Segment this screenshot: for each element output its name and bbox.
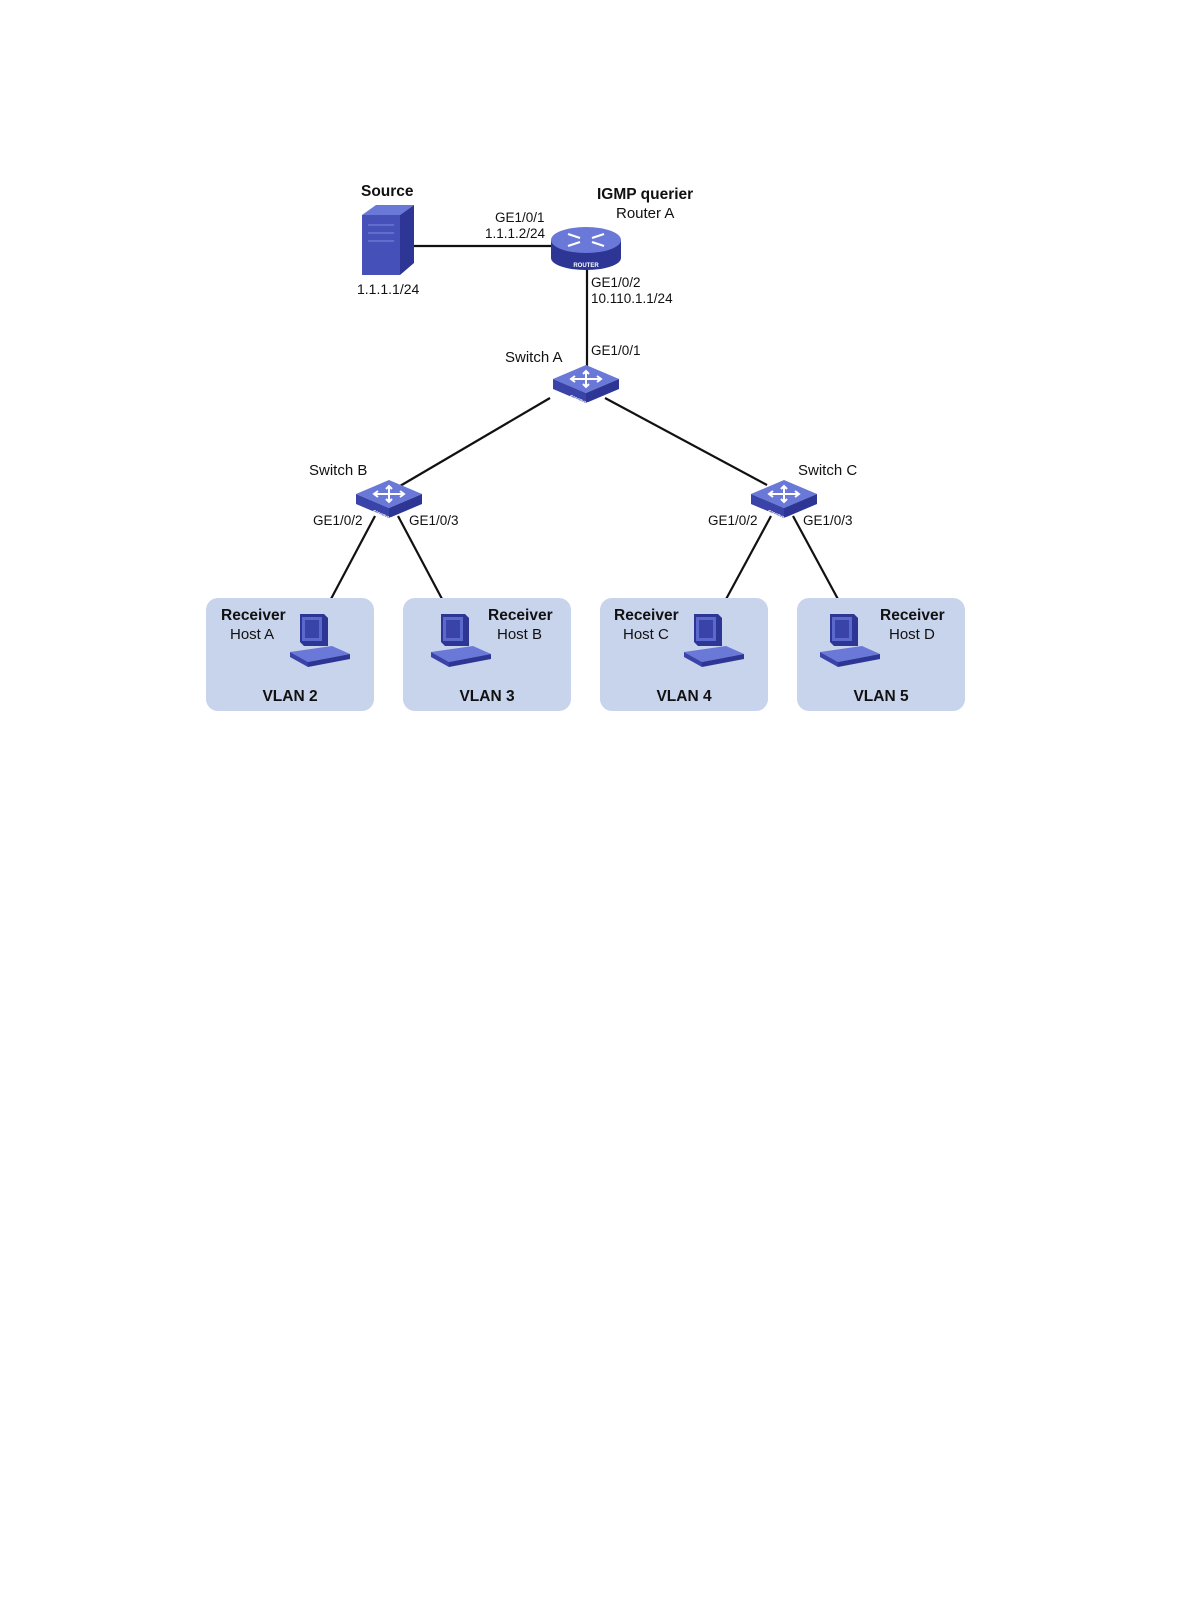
host-d-role: Receiver <box>880 607 945 624</box>
server-icon <box>360 203 416 277</box>
host-a-name: Host A <box>230 626 274 643</box>
source-title: Source <box>361 183 414 200</box>
vlan-3-title: VLAN 3 <box>403 688 571 706</box>
switch-c-port2: GE1/0/2 <box>708 513 758 529</box>
host-c-role: Receiver <box>614 607 679 624</box>
router-icon-text: ROUTER <box>573 263 599 269</box>
router-port2: GE1/0/2 <box>591 275 641 291</box>
router-port1-ip: 1.1.1.2/24 <box>485 226 545 242</box>
switch-c-port3: GE1/0/3 <box>803 513 853 529</box>
router-port1: GE1/0/1 <box>495 210 545 226</box>
switch-a-icon: SWITCH <box>551 361 621 405</box>
vlan-5-title: VLAN 5 <box>797 688 965 706</box>
link-switch-a-switch-b <box>400 398 550 486</box>
switch-b-name: Switch B <box>309 462 367 479</box>
host-d-pc-icon <box>818 612 882 670</box>
router-port2-ip: 10.110.1.1/24 <box>591 291 673 307</box>
source-ip: 1.1.1.1/24 <box>357 281 419 298</box>
switch-b-port2: GE1/0/2 <box>313 513 363 529</box>
switch-c-name: Switch C <box>798 462 857 479</box>
host-c-pc-icon <box>682 612 746 670</box>
router-name: Router A <box>616 205 674 222</box>
switch-b-port3: GE1/0/3 <box>409 513 459 529</box>
link-switch-a-switch-c <box>605 398 767 485</box>
vlan-4-title: VLAN 4 <box>600 688 768 706</box>
host-b-role: Receiver <box>488 607 553 624</box>
router-icon: ROUTER <box>550 224 622 274</box>
switch-a-name: Switch A <box>505 349 563 366</box>
host-a-role: Receiver <box>221 607 286 624</box>
switch-a-port1: GE1/0/1 <box>591 343 641 359</box>
host-b-pc-icon <box>429 612 493 670</box>
host-c-name: Host C <box>623 626 669 643</box>
host-b-name: Host B <box>497 626 542 643</box>
host-d-name: Host D <box>889 626 935 643</box>
network-diagram: Source 1.1.1.1/24 ROUTER IGMP querier Ro… <box>0 0 1190 760</box>
vlan-2-title: VLAN 2 <box>206 688 374 706</box>
host-a-pc-icon <box>288 612 352 670</box>
router-role: IGMP querier <box>597 186 693 203</box>
